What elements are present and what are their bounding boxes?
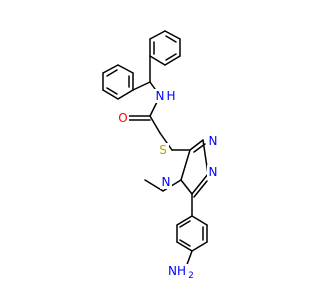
bond — [193, 180, 208, 198]
carbonyl-oxygen-label: O — [118, 111, 127, 125]
bond — [144, 179, 164, 192]
label-cutout — [117, 111, 129, 125]
bond — [106, 69, 118, 77]
bond — [149, 115, 161, 134]
bond — [149, 55, 166, 66]
bond — [159, 132, 173, 151]
bond — [180, 149, 191, 181]
amine-label: NH — [168, 264, 186, 278]
bond — [102, 89, 119, 100]
bond — [102, 64, 119, 74]
label-cutout — [153, 89, 166, 103]
label-cutout — [207, 165, 219, 179]
amine-subscript-label: 2 — [188, 271, 194, 281]
bond — [176, 215, 193, 226]
bond — [176, 241, 193, 252]
label-cutout — [157, 143, 169, 157]
sulfur-label: S — [159, 143, 167, 157]
bond — [132, 81, 151, 91]
triazole-nitrogen-1-label: N — [209, 134, 218, 148]
atom-labels: N H O S N N N NH 2 — [117, 89, 219, 281]
label-cutout — [160, 175, 172, 189]
bond — [191, 173, 209, 195]
bond — [191, 215, 208, 226]
bond-lines — [102, 30, 209, 271]
bond — [106, 87, 118, 95]
bond — [179, 239, 191, 247]
bond — [164, 30, 181, 40]
bond — [149, 30, 166, 40]
molecule-diagram: N H O S N N N NH 2 — [102, 30, 219, 281]
bond — [189, 139, 204, 151]
label-cutout — [169, 264, 195, 278]
bond — [191, 241, 208, 252]
bond — [165, 35, 177, 43]
bond — [117, 89, 134, 100]
triazole-nitrogen-2-label: N — [209, 165, 218, 179]
amide-nitrogen-label: N — [156, 89, 165, 103]
triazole-nitrogen-4-label: N — [162, 175, 171, 189]
bond — [180, 179, 193, 195]
amide-hydrogen-label: H — [166, 89, 175, 103]
label-cutout — [207, 134, 219, 148]
bond — [165, 53, 177, 61]
bond — [117, 64, 134, 74]
bond — [164, 55, 181, 66]
bond — [179, 220, 191, 228]
